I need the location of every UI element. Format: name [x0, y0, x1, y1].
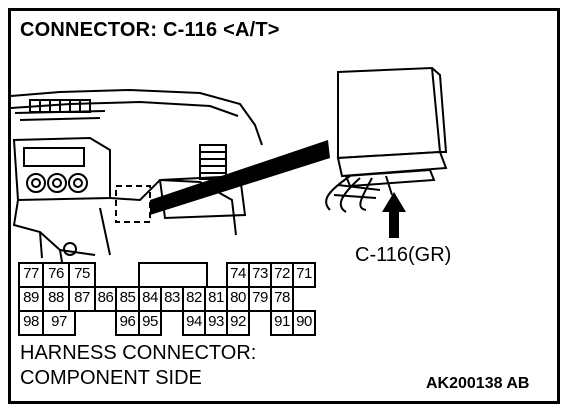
pin-80: 80	[226, 286, 250, 312]
pin-86: 86	[94, 286, 117, 312]
pin-82: 82	[182, 286, 206, 312]
pin-96: 96	[115, 310, 140, 336]
pin-91: 91	[270, 310, 294, 336]
diagram-frame	[8, 8, 560, 404]
pin-76: 76	[42, 262, 70, 288]
connector-key	[138, 262, 208, 288]
pin-89: 89	[18, 286, 44, 312]
connector-callout-label: C-116(GR)	[355, 244, 452, 266]
pin-95: 95	[138, 310, 162, 336]
pin-85: 85	[115, 286, 140, 312]
pin-73: 73	[248, 262, 272, 288]
pin-88: 88	[42, 286, 70, 312]
pin-83: 83	[160, 286, 184, 312]
pin-87: 87	[68, 286, 96, 312]
pin-79: 79	[248, 286, 272, 312]
harness-label-line2: COMPONENT SIDE	[20, 367, 202, 389]
ecu-module-icon	[325, 66, 448, 213]
pin-97: 97	[42, 310, 76, 336]
pin-90: 90	[292, 310, 316, 336]
pin-93: 93	[204, 310, 228, 336]
pin-81: 81	[204, 286, 228, 312]
pin-72: 72	[270, 262, 294, 288]
diagram-title: CONNECTOR: C-116 <A/T>	[20, 19, 280, 41]
harness-label-line1: HARNESS CONNECTOR:	[20, 342, 257, 364]
pin-78: 78	[270, 286, 294, 312]
pin-75: 75	[68, 262, 96, 288]
pin-98: 98	[18, 310, 44, 336]
pin-74: 74	[226, 262, 250, 288]
pin-92: 92	[226, 310, 250, 336]
pin-77: 77	[18, 262, 44, 288]
pin-94: 94	[182, 310, 206, 336]
figure-code: AK200138 AB	[426, 375, 530, 392]
pin-71: 71	[292, 262, 316, 288]
pointer-arrow-icon	[382, 192, 406, 238]
pin-84: 84	[138, 286, 162, 312]
